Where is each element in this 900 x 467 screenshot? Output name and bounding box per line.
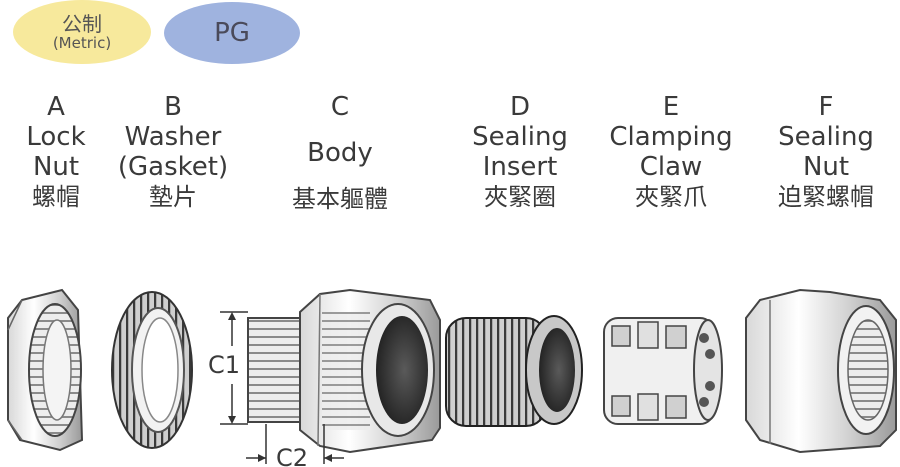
part-name-zh: 迫緊螺帽 [778, 183, 874, 211]
part-name-line1: Lock [26, 122, 86, 152]
dimension-c2-label: C2 [276, 444, 308, 467]
part-letter: A [47, 92, 65, 122]
metric-label-en: (Metric) [52, 33, 112, 52]
part-name-zh: 基本軀體 [292, 185, 388, 213]
part-name-line1: Clamping [609, 122, 733, 152]
part-letter: F [818, 92, 834, 122]
pg-label: PG [214, 18, 250, 48]
dimension-c1-label: C1 [208, 351, 240, 379]
part-letter: C [330, 92, 350, 122]
part-name-line2: Insert [482, 152, 558, 182]
part-name-line1: Sealing [778, 122, 874, 152]
clamping-claw-part [603, 317, 723, 425]
part-letter: D [509, 92, 531, 122]
part-name-zh: 夾緊爪 [635, 183, 707, 211]
part-name-zh: 螺帽 [32, 183, 80, 211]
metric-toggle-button[interactable]: 公制 (Metric) [13, 0, 151, 64]
part-name-line2: Nut [802, 152, 850, 182]
part-name-zh: 墊片 [149, 183, 197, 211]
part-letter: E [662, 92, 680, 122]
sealing-nut-part [745, 288, 897, 454]
part-label-d: D Sealing Insert 夾緊圈 [460, 92, 580, 212]
washer-part [111, 291, 193, 449]
body-part [247, 288, 441, 454]
part-label-a: A Lock Nut 螺帽 [6, 92, 106, 212]
part-name-line1: Sealing [472, 122, 568, 152]
part-name-zh: 夾緊圈 [484, 183, 556, 211]
part-name-line2: (Gasket) [117, 152, 229, 182]
dimension-c1: C1 [208, 311, 248, 425]
metric-label-zh: 公制 [62, 11, 102, 36]
part-label-e: E Clamping Claw 夾緊爪 [598, 92, 744, 212]
part-name-line2: Nut [32, 152, 80, 182]
lock-nut-part [7, 288, 84, 452]
part-name-line2: Claw [639, 152, 703, 182]
part-name-line1: Washer [124, 122, 222, 152]
part-label-c: C Body 基本軀體 [276, 92, 404, 214]
sealing-insert-part [445, 315, 583, 427]
dimension-c2: C2 [246, 424, 344, 467]
part-letter: B [164, 92, 182, 122]
part-label-f: F Sealing Nut 迫緊螺帽 [756, 92, 896, 212]
part-name-line1: Body [307, 138, 373, 168]
part-label-b: B Washer (Gasket) 墊片 [112, 92, 234, 212]
pg-toggle-button[interactable]: PG [164, 2, 300, 64]
